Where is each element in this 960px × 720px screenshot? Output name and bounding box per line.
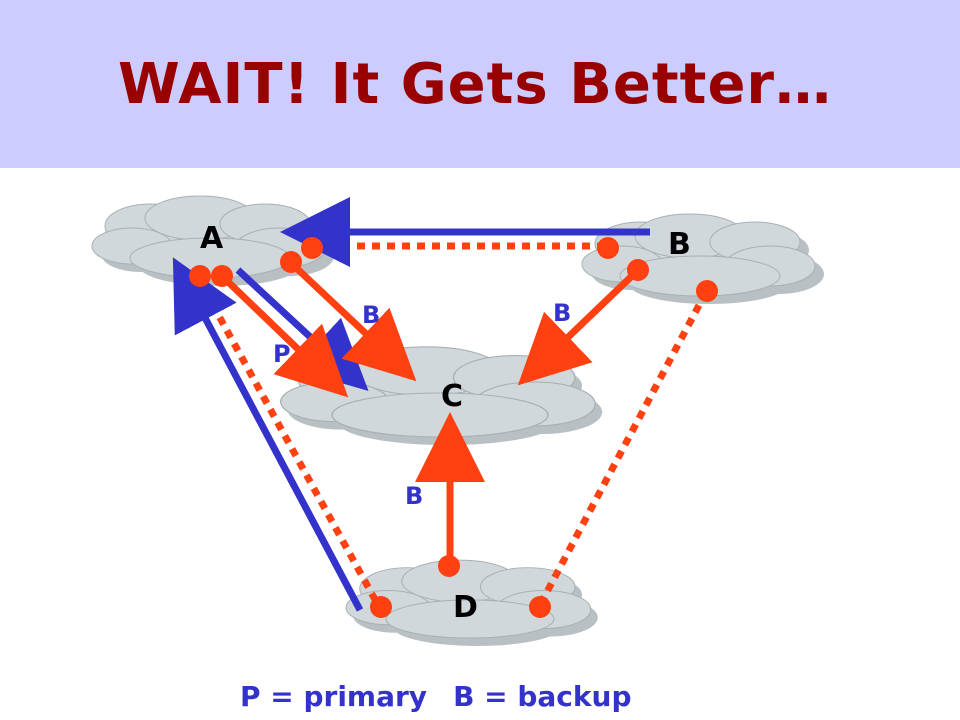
dot-a-2: [211, 265, 233, 287]
dotted-link-a-d: [194, 276, 382, 607]
dot-a-1: [189, 265, 211, 287]
node-label-b: B: [668, 227, 691, 262]
node-label-a: A: [200, 221, 224, 256]
endpoint-dots: [189, 237, 718, 618]
dot-d-2: [370, 596, 392, 618]
legend: P = primary B = backup: [240, 680, 720, 713]
link-label-b-ac: B: [362, 301, 380, 329]
dot-a-4: [301, 237, 323, 259]
dot-b-2: [627, 259, 649, 281]
legend-backup: B = backup: [453, 680, 632, 713]
primary-arrow-d-to-a: [172, 257, 364, 612]
link-label-p: P: [273, 340, 291, 368]
backup-arrow-a-to-c-p: [219, 273, 349, 398]
legend-primary: P = primary: [240, 680, 428, 713]
dot-a-3: [280, 251, 302, 273]
node-label-d: D: [453, 590, 478, 625]
dot-b-3: [696, 280, 718, 302]
dot-d-1: [438, 555, 460, 577]
title-banner: [0, 0, 960, 168]
slide-title: WAIT! It Gets Better…: [117, 52, 833, 117]
primary-arrow-a-to-c: [235, 267, 369, 392]
backup-arrow-b-to-c: [517, 269, 639, 386]
link-label-b-dc: B: [405, 482, 423, 510]
dot-d-3: [529, 596, 551, 618]
node-label-c: C: [441, 379, 463, 414]
dot-b-1: [597, 237, 619, 259]
backup-arrow-a-to-c-b: [287, 259, 417, 382]
link-label-b-bc: B: [553, 299, 571, 327]
